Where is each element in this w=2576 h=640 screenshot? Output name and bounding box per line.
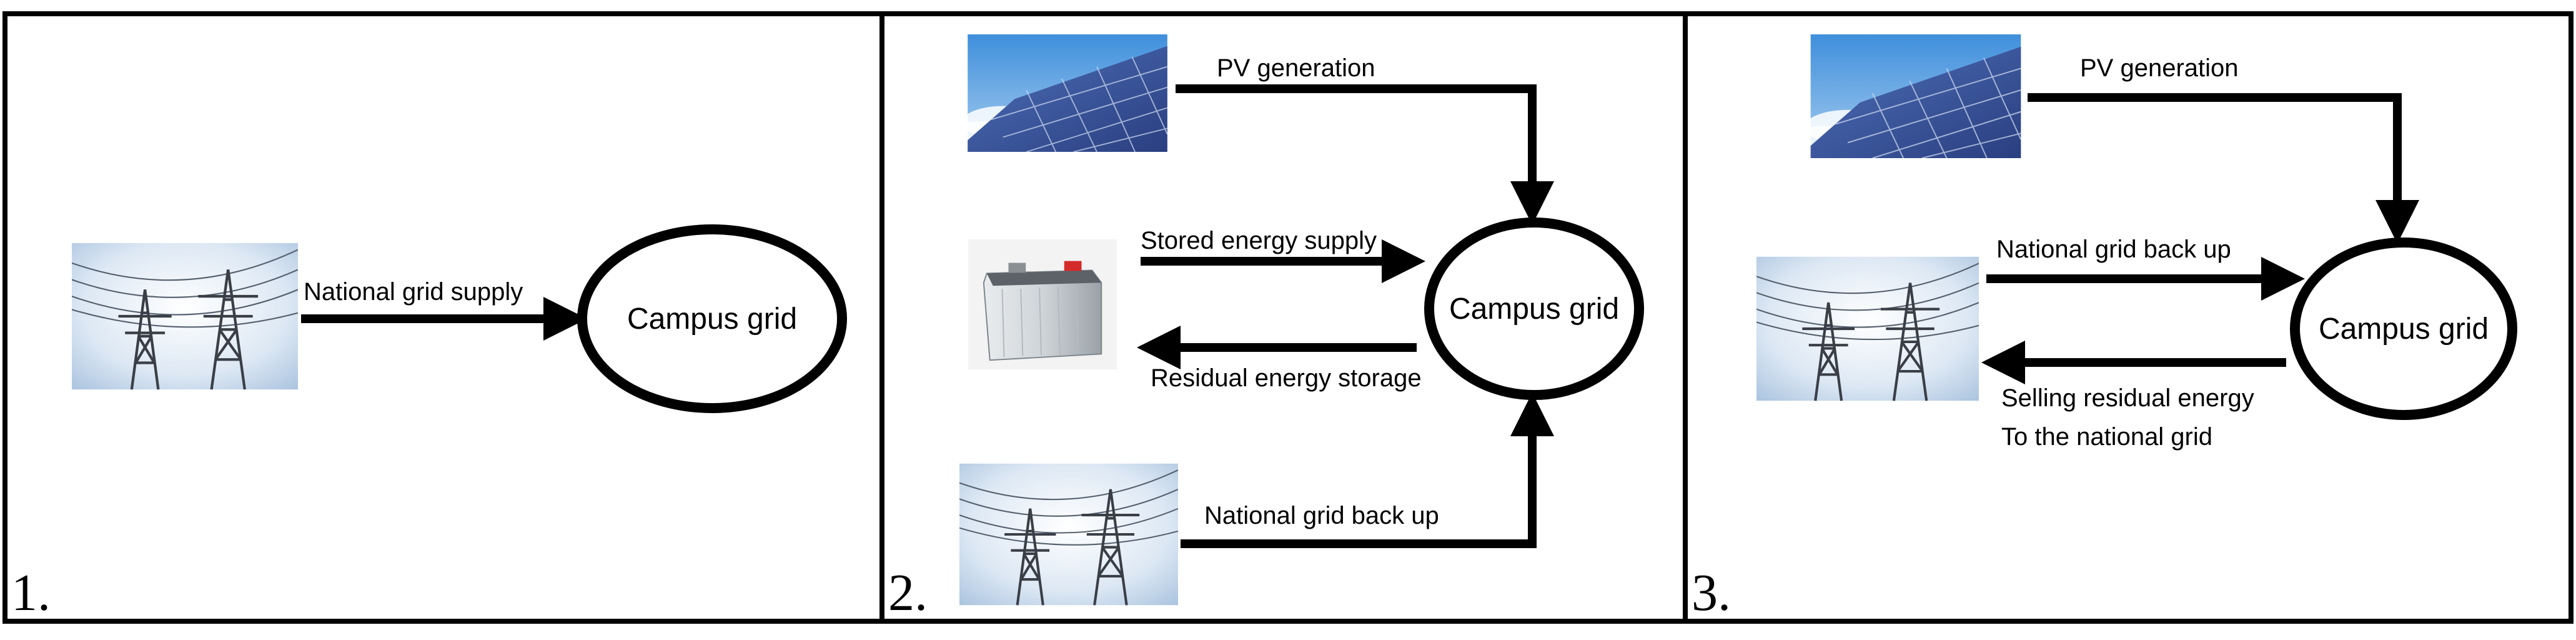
campus-grid-node xyxy=(2290,238,2517,420)
panel-3: PV generation National grid back up Sell… xyxy=(1692,34,2517,622)
panel-number: 2. xyxy=(888,564,928,622)
battery-photo-icon xyxy=(968,239,1117,370)
flow-label-national-grid-supply: National grid supply xyxy=(304,278,523,306)
flow-label-national-grid-back-up: National grid back up xyxy=(1996,236,2231,263)
flow-label-residual-energy-storage: Residual energy storage xyxy=(1151,364,1422,392)
power-pylon-photo-icon xyxy=(72,243,298,389)
arrow-national-grid-back-up xyxy=(1181,392,1554,548)
campus-grid-label: Campus grid xyxy=(627,302,797,336)
panel-1: National grid supply Campus grid 1. xyxy=(11,224,847,622)
power-pylon-photo-icon xyxy=(1756,257,1979,401)
panel-borders xyxy=(2,11,2574,624)
panel-number: 1. xyxy=(11,564,51,622)
flow-label-selling-residual-energy: Selling residual energy xyxy=(2001,384,2254,412)
campus-grid-label: Campus grid xyxy=(1449,292,1619,326)
flow-label-to-the-national-grid: To the national grid xyxy=(2001,423,2212,451)
arrow-pv-generation xyxy=(1176,84,1554,225)
flow-label-stored-energy-supply: Stored energy supply xyxy=(1141,227,1377,254)
flow-label-pv-generation: PV generation xyxy=(1217,54,1375,82)
solar-panel-photo-icon xyxy=(1810,34,2021,158)
campus-grid-label: Campus grid xyxy=(2319,312,2489,346)
flow-label-pv-generation: PV generation xyxy=(2080,54,2239,82)
panel-2: PV generation Stored energy supply Resid… xyxy=(888,34,1644,622)
flow-label-national-grid-back-up: National grid back up xyxy=(1204,502,1439,529)
arrow-pv-generation xyxy=(2028,93,2419,244)
solar-panel-photo-icon xyxy=(962,34,1168,152)
campus-grid-node xyxy=(577,224,847,413)
power-pylon-photo-icon xyxy=(959,464,1178,605)
panel-number: 3. xyxy=(1692,564,1731,622)
